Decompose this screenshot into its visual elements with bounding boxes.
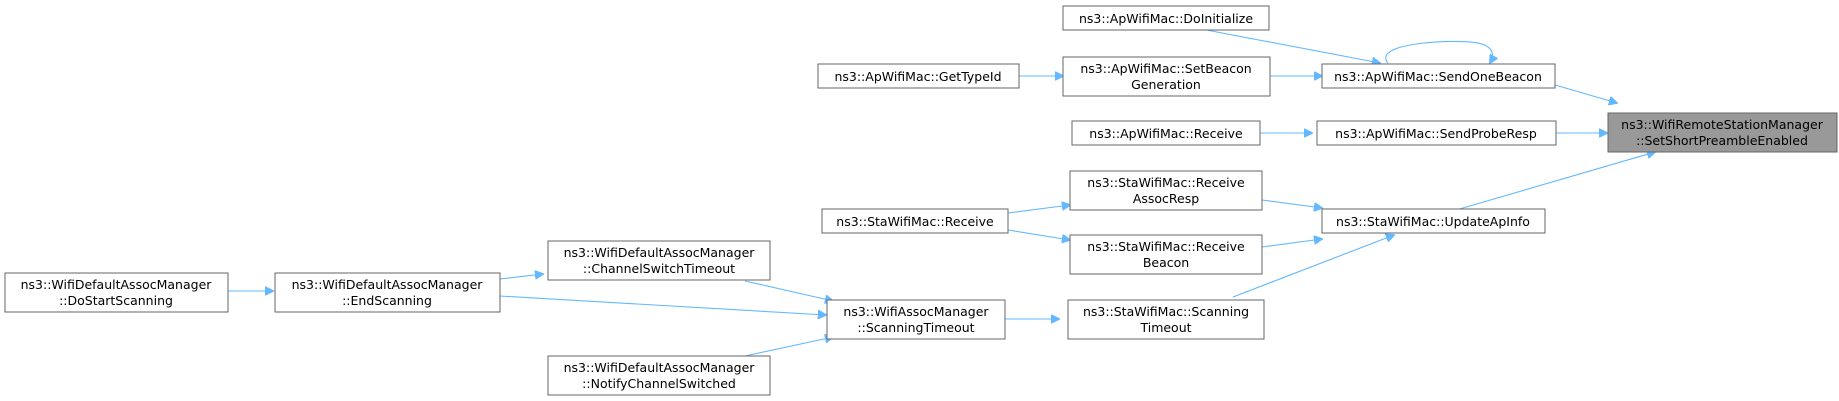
node-label: ns3::ApWifiMac::Receive [1089, 126, 1243, 141]
node-label-line-2: ::DoStartScanning [59, 293, 173, 308]
node-label-line-1: ns3::StaWifiMac::Scanning [1083, 304, 1249, 319]
edge-endscanning-to-assocscantimeout [499, 295, 826, 315]
edge-notifychanswitched-to-assocscantimeout [744, 337, 833, 357]
node-label-line-2: ::ChannelSwitchTimeout [583, 261, 735, 276]
node-sta-receive[interactable]: ns3::StaWifiMac::Receive [821, 208, 1009, 234]
node-label-line-2: Beacon [1143, 255, 1189, 270]
node-label-line-2: ::ScanningTimeout [857, 320, 974, 335]
node-label-line-1: ns3::StaWifiMac::Receive [1087, 239, 1245, 254]
node-notify-channel-switched[interactable]: ns3::WifiDefaultAssocManager ::NotifyCha… [547, 355, 771, 396]
node-receive-beacon[interactable]: ns3::StaWifiMac::Receive Beacon [1069, 234, 1263, 275]
node-do-start-scanning[interactable]: ns3::WifiDefaultAssocManager ::DoStartSc… [4, 272, 229, 313]
edge-recvassocresp-to-updateapinfo [1261, 199, 1322, 208]
node-label-line-1: ns3::WifiDefaultAssocManager [564, 245, 756, 260]
node-label-line-1: ns3::WifiDefaultAssocManager [292, 277, 484, 292]
node-label: ns3::ApWifiMac::DoInitialize [1079, 11, 1253, 26]
node-get-type-id[interactable]: ns3::ApWifiMac::GetTypeId [817, 63, 1020, 89]
node-send-probe-resp[interactable]: ns3::ApWifiMac::SendProbeResp [1316, 120, 1557, 146]
node-send-one-beacon[interactable]: ns3::ApWifiMac::SendOneBeacon [1321, 63, 1556, 89]
node-receive-assoc-resp[interactable]: ns3::StaWifiMac::Receive AssocResp [1069, 170, 1263, 211]
node-update-ap-info[interactable]: ns3::StaWifiMac::UpdateApInfo [1321, 208, 1546, 234]
node-label-line-1: ns3::WifiRemoteStationManager [1621, 117, 1824, 132]
node-assoc-scanning-timeout[interactable]: ns3::WifiAssocManager ::ScanningTimeout [826, 299, 1006, 340]
node-label: ns3::ApWifiMac::SendProbeResp [1335, 126, 1537, 141]
edge-scantimeout-to-updateapinfo [1232, 235, 1394, 298]
node-end-scanning[interactable]: ns3::WifiDefaultAssocManager ::EndScanni… [274, 272, 501, 313]
edge-updateapinfo-to-target [1455, 152, 1655, 211]
node-ap-receive[interactable]: ns3::ApWifiMac::Receive [1071, 120, 1261, 146]
node-do-initialize[interactable]: ns3::ApWifiMac::DoInitialize [1062, 5, 1270, 31]
edge-endscanning-to-chanswitchtimeout [499, 274, 543, 280]
node-label-line-2: AssocResp [1133, 191, 1199, 206]
node-label-line-2: ::NotifyChannelSwitched [582, 376, 736, 391]
edge-stareceive-to-recvbeacon [1007, 229, 1070, 240]
node-label: ns3::StaWifiMac::UpdateApInfo [1336, 214, 1530, 229]
node-label-line-1: ns3::WifiDefaultAssocManager [564, 360, 756, 375]
edge-stareceive-to-recvassocresp [1007, 205, 1070, 214]
node-label-line-1: ns3::WifiDefaultAssocManager [21, 277, 213, 292]
node-label: ns3::StaWifiMac::Receive [836, 214, 994, 229]
edge-chanswitchtimeout-to-assocscantimeout [744, 280, 833, 301]
node-label-line-2: ::SetShortPreambleEnabled [1636, 133, 1808, 148]
node-label-line-1: ns3::WifiAssocManager [843, 304, 989, 319]
edge-doinitialize-to-sendonebeacon [1195, 27, 1380, 63]
node-label: ns3::ApWifiMac::SendOneBeacon [1334, 69, 1542, 84]
node-label-line-2: ::EndScanning [342, 293, 432, 308]
node-label-line-2: Generation [1131, 77, 1201, 92]
node-label-line-2: Timeout [1139, 320, 1191, 335]
node-label-line-1: ns3::ApWifiMac::SetBeacon [1080, 61, 1251, 76]
edge-recvbeacon-to-updateapinfo [1261, 239, 1322, 248]
node-channel-switch-timeout[interactable]: ns3::WifiDefaultAssocManager ::ChannelSw… [547, 240, 771, 281]
node-label-line-1: ns3::StaWifiMac::Receive [1087, 175, 1245, 190]
node-label: ns3::ApWifiMac::GetTypeId [834, 69, 1001, 84]
edge-sendonebeacon-self-loop [1385, 40, 1493, 63]
node-sta-scanning-timeout[interactable]: ns3::StaWifiMac::Scanning Timeout [1067, 299, 1265, 340]
node-set-beacon-generation[interactable]: ns3::ApWifiMac::SetBeacon Generation [1062, 56, 1271, 97]
node-set-short-preamble-enabled[interactable]: ns3::WifiRemoteStationManager ::SetShort… [1607, 112, 1838, 153]
